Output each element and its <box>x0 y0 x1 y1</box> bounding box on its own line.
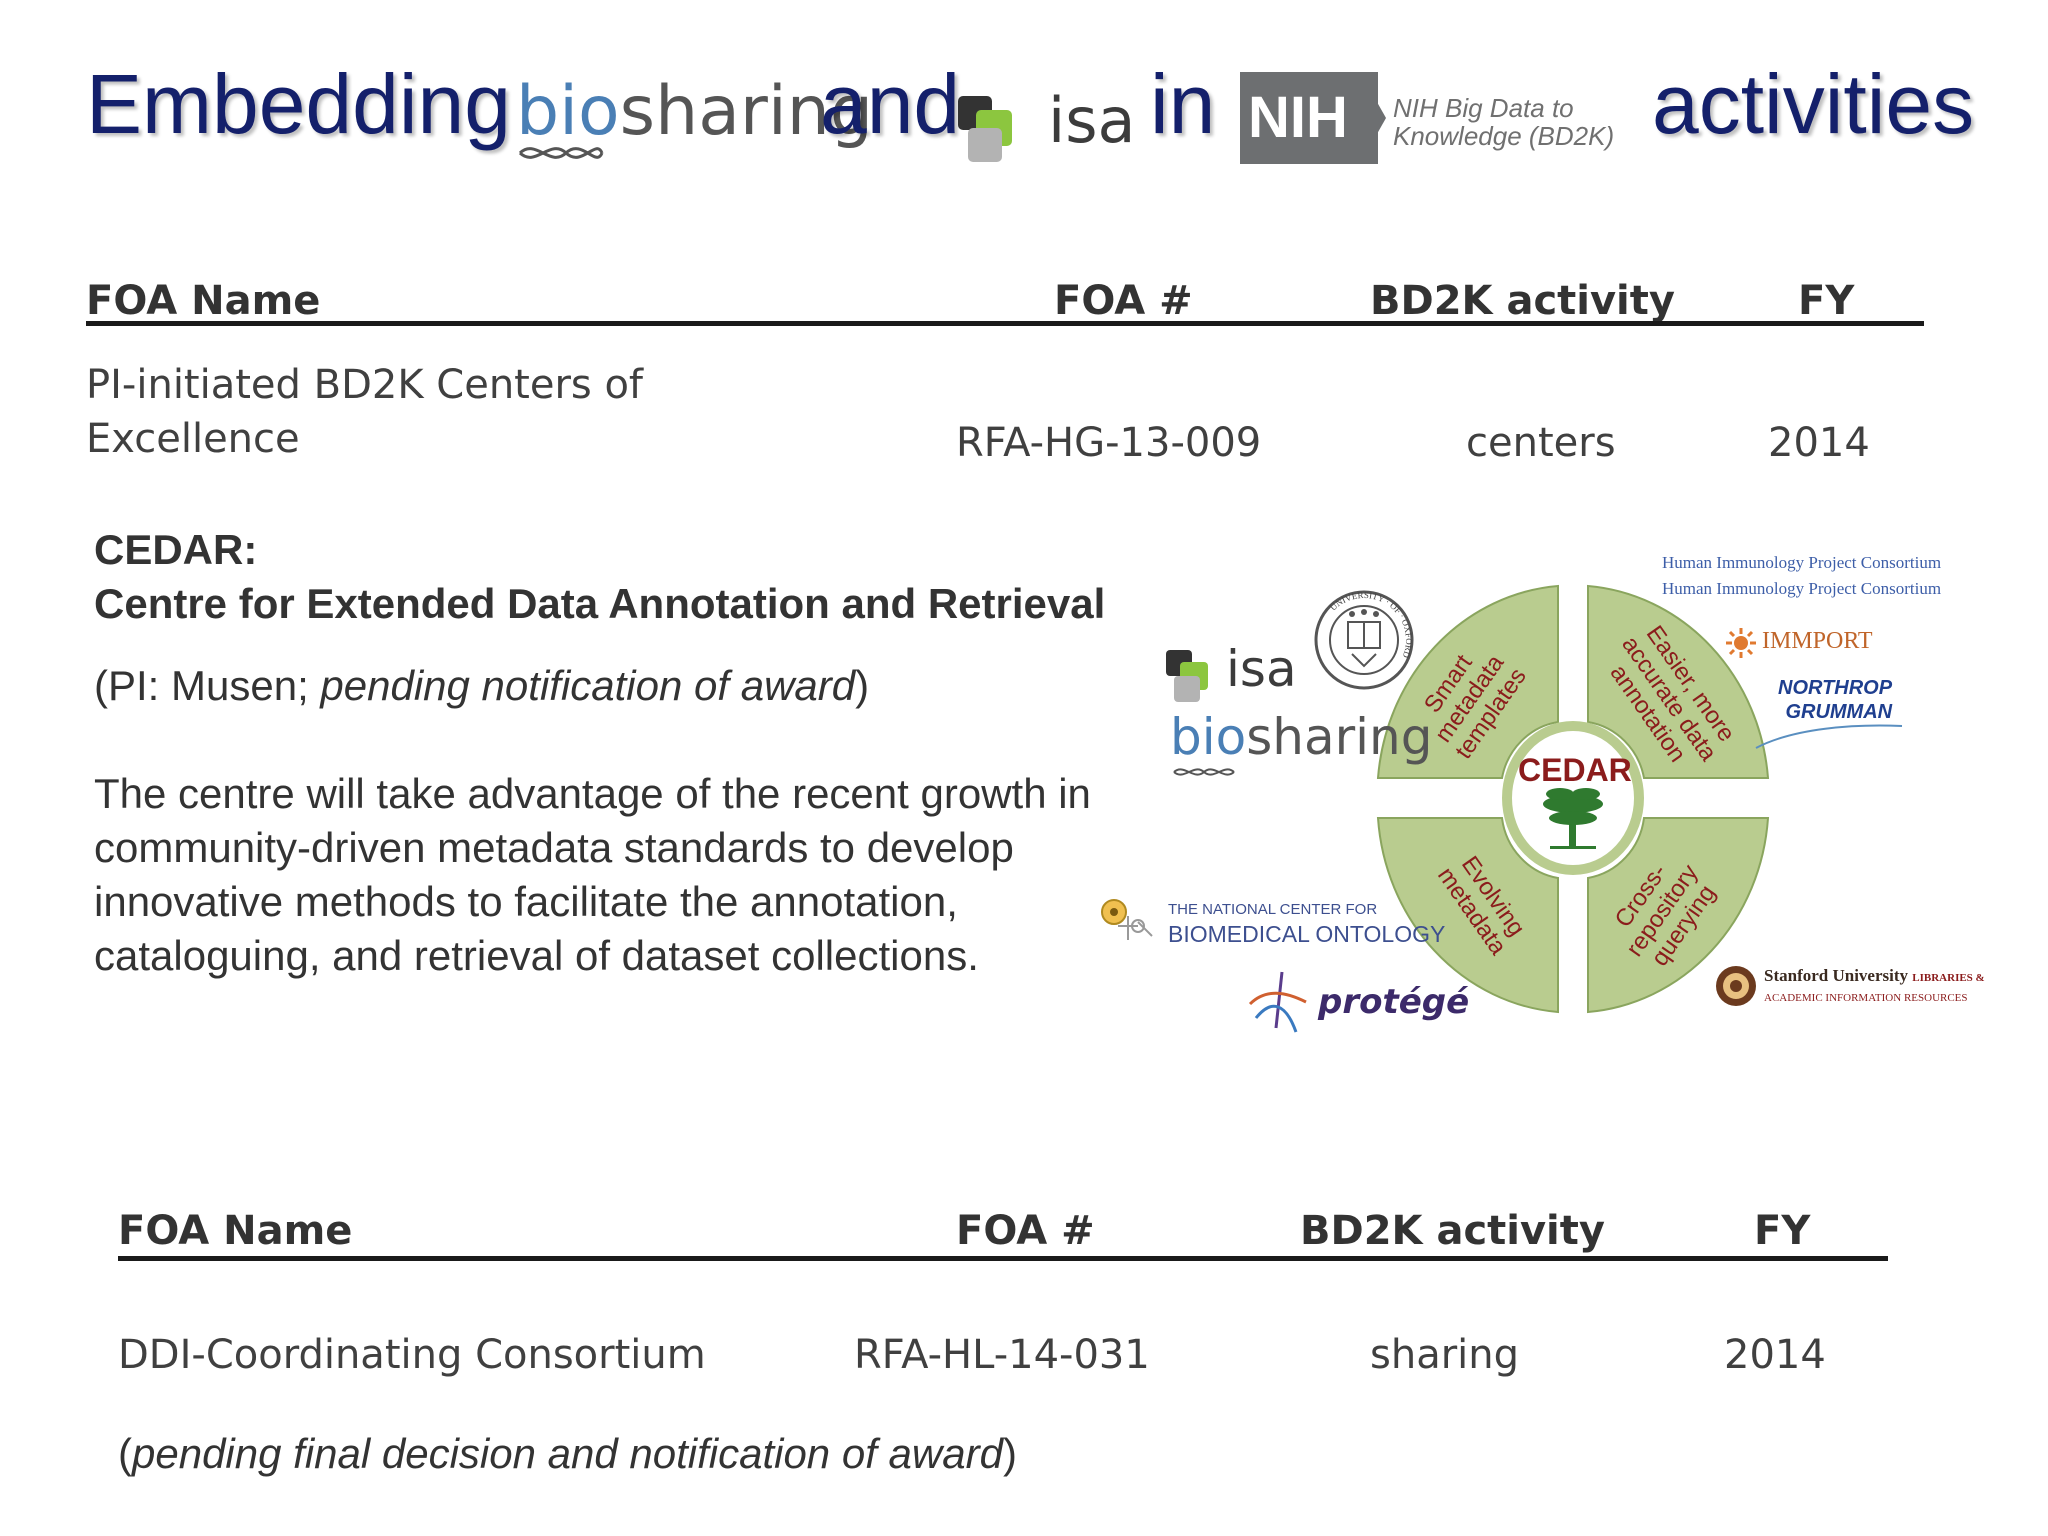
quadrant-top-right <box>1587 584 1770 779</box>
table1-row-name-line2: Excellence <box>86 416 300 462</box>
cedar-center-label: CEDAR <box>1518 752 1632 788</box>
table2-pending-note: (pending final decision and notification… <box>118 1430 1017 1477</box>
table1-header-bd2k-activity: BD2K activity <box>1370 278 1675 324</box>
cedar-full-name: Centre for Extended Data Annotation and … <box>94 580 1106 627</box>
diagram-biosharing-logo: biosharing <box>1170 708 1433 766</box>
diagram-biosharing-wave-icon <box>1173 768 1235 776</box>
title-word-activities: activities <box>1652 57 1975 151</box>
stanford-libraries-logo: Stanford University LIBRARIES & ACADEMIC… <box>1764 966 1985 1004</box>
biosharing-logo: biosharing <box>516 72 873 151</box>
table2-header-foa-name: FOA Name <box>118 1208 353 1254</box>
cedar-quadrant-wheel <box>1376 584 1770 1014</box>
table2-header-rule <box>118 1256 1888 1261</box>
immport-logo: IMMPORT <box>1762 628 1873 654</box>
nih-logo: NIH <box>1240 72 1378 164</box>
quadrant-bottom-left <box>1376 817 1559 1014</box>
table2-header-foa-number: FOA # <box>956 1208 1095 1254</box>
table1-header-foa-number: FOA # <box>1054 278 1193 324</box>
title-word-and: and <box>820 57 961 151</box>
table1-header-rule <box>86 321 1924 326</box>
table2-header-fy: FY <box>1754 1208 1811 1254</box>
cedar-pi-line: (PI: Musen; pending notification of awar… <box>94 662 870 709</box>
northrop-swoosh-icon <box>1755 724 1903 749</box>
biosharing-wave-icon <box>518 147 604 159</box>
table1-row-fy: 2014 <box>1768 420 1870 466</box>
cedar-heading: CEDAR: <box>94 526 258 573</box>
nih-bd2k-caption: NIH Big Data to Knowledge (BD2K) <box>1393 93 1615 151</box>
table1-header-foa-name: FOA Name <box>86 278 321 324</box>
hipc-logo: Human Immunology Project Consortium Huma… <box>1662 553 1942 598</box>
quadrant-bottom-right <box>1587 817 1770 1014</box>
table1-row-activity: centers <box>1466 420 1616 466</box>
title-word-in: in <box>1150 57 1216 151</box>
title-word-embedding: Embedding <box>86 57 511 151</box>
oxford-seal-ring-text: UNIVERSITY · OF · OXFORD <box>1328 590 1414 660</box>
table2-row-name: DDI-Coordinating Consortium <box>118 1332 706 1378</box>
protege-logo: protégé <box>1318 982 1470 1022</box>
immport-sun-icon <box>1726 628 1756 658</box>
protege-logo-icon <box>1248 971 1307 1033</box>
table2-row-fy: 2014 <box>1724 1332 1826 1378</box>
table1-header-fy: FY <box>1798 278 1855 324</box>
nih-logo-arrow <box>1360 72 1386 164</box>
table1-row-foa: RFA-HG-13-009 <box>956 420 1262 466</box>
ncbo-logo-icon <box>1101 899 1153 940</box>
svg-text:UNIVERSITY · OF · OXFORD: UNIVERSITY · OF · OXFORD <box>1328 590 1414 660</box>
oxford-seal-icon <box>1314 590 1414 690</box>
table2-row-foa: RFA-HL-14-031 <box>854 1332 1150 1378</box>
ncbo-logo: THE NATIONAL CENTER FOR BIOMEDICAL ONTOL… <box>1168 901 1446 947</box>
table2-row-activity: sharing <box>1370 1332 1520 1378</box>
quadrant-top-left <box>1376 584 1559 779</box>
diagram-isa-logo-icon <box>1166 650 1208 702</box>
isa-logo-text: isa <box>1048 84 1136 157</box>
table2-header-bd2k-activity: BD2K activity <box>1300 1208 1605 1254</box>
diagram-isa-logo-text: isa <box>1226 640 1297 698</box>
isa-logo-icon <box>958 96 1012 162</box>
cedar-tree-icon <box>1543 788 1603 849</box>
stanford-seal-icon <box>1716 966 1756 1006</box>
table1-row-name-line1: PI-initiated BD2K Centers of <box>86 362 644 408</box>
northrop-grumman-logo: NORTHROP GRUMMAN <box>1778 677 1893 723</box>
